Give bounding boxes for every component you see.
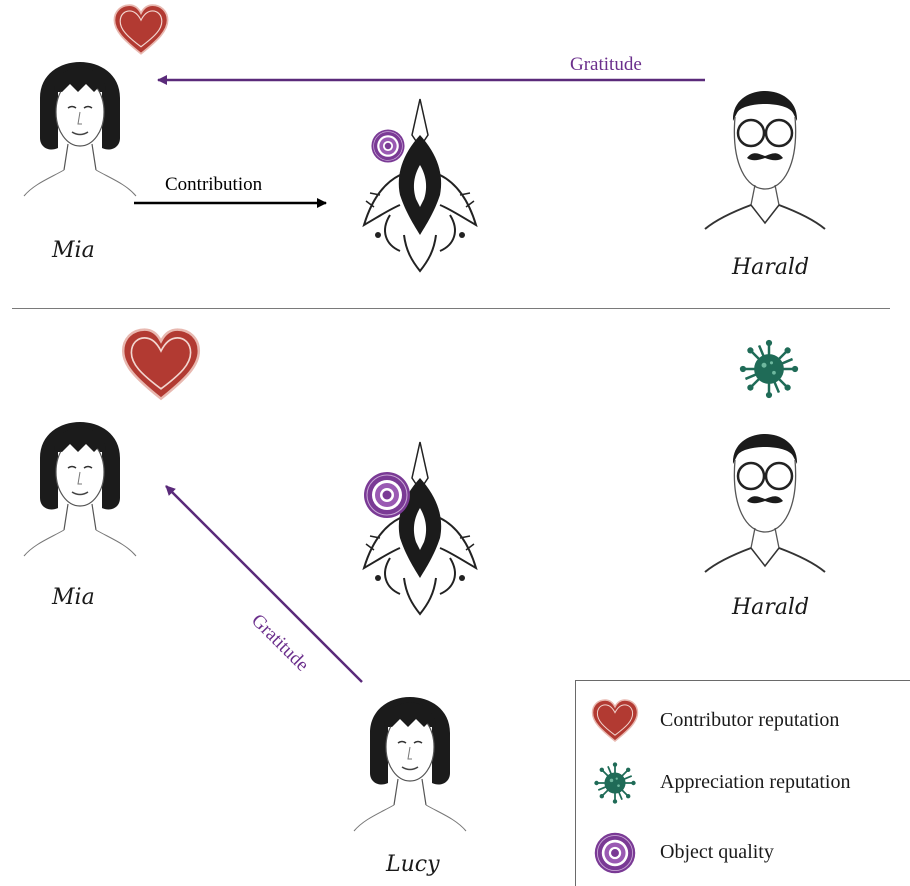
mia-name-bottom: Mia: [52, 585, 95, 610]
ring-icon: [371, 129, 405, 163]
lucy-name: Lucy: [386, 852, 440, 877]
virus-icon: [593, 761, 637, 805]
legend-item: Appreciation reputation: [576, 761, 910, 805]
legend-item: Contributor reputation: [576, 699, 910, 743]
legend-label: Appreciation reputation: [660, 771, 851, 793]
ring-icon: [363, 471, 411, 519]
bottom-arrows: [165, 485, 363, 683]
scene-divider: [12, 308, 890, 309]
gratitude-label-top: Gratitude: [570, 54, 642, 75]
lucy-portrait: [353, 696, 467, 832]
legend-label: Object quality: [660, 841, 774, 863]
contribution-label: Contribution: [165, 174, 263, 195]
harald-name-top: Harald: [732, 255, 810, 280]
virus-icon: [738, 338, 800, 400]
object-ornament-top: [363, 98, 477, 272]
object-ornament-bottom: [363, 441, 477, 615]
top-arrows: [134, 75, 705, 208]
legend: Contributor reputation Appreciation repu…: [575, 680, 910, 886]
legend-item: Object quality: [576, 831, 910, 875]
legend-label: Contributor reputation: [660, 709, 840, 731]
harald-name-bottom: Harald: [732, 595, 810, 620]
heart-icon: [591, 699, 639, 742]
ring-icon: [594, 832, 636, 874]
harald-portrait-top: [703, 89, 827, 231]
gratitude-arrow-bottom: [165, 485, 363, 683]
harald-portrait-bottom: [703, 432, 827, 574]
mia-name-top: Mia: [52, 238, 95, 263]
